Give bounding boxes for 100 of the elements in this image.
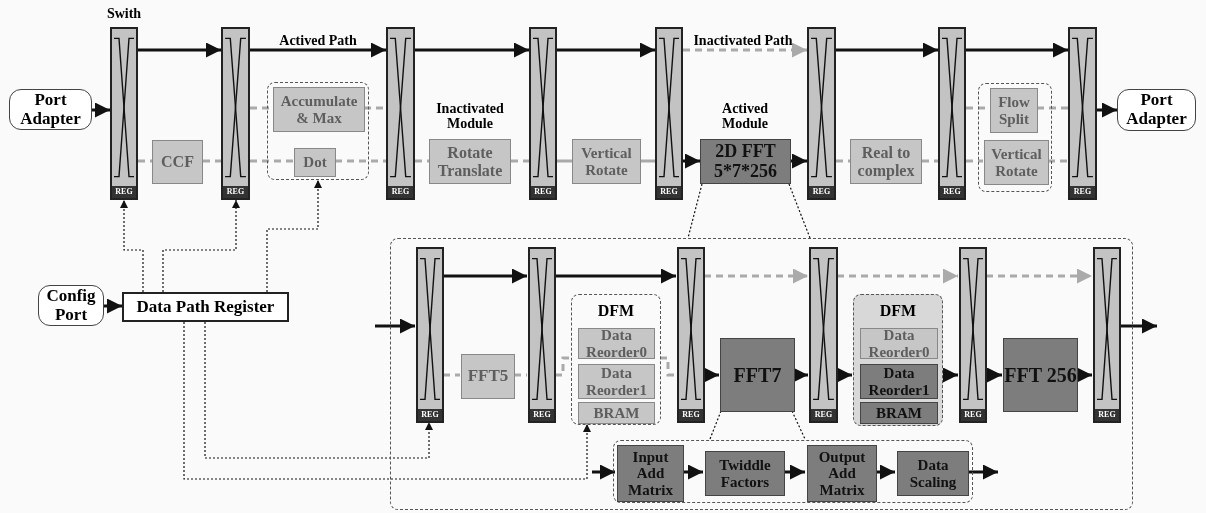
port-box: Config Port — [38, 285, 104, 326]
arrow — [1097, 102, 1117, 118]
arrow — [375, 318, 415, 334]
arrow — [967, 464, 998, 480]
arrow — [266, 179, 322, 293]
arrow — [183, 321, 591, 480]
register-tag: REG — [112, 186, 136, 198]
connector-line — [660, 356, 676, 377]
connector-line — [555, 356, 570, 377]
module-caption: Actived Module — [721, 101, 769, 132]
arrow — [836, 42, 938, 58]
module-box: Data Reorder0 — [578, 328, 655, 359]
connector-line — [1048, 159, 1068, 163]
edge-label: Inactivated Path — [692, 32, 794, 50]
crossbar-switch — [416, 247, 444, 423]
module-box: CCF — [152, 140, 203, 184]
module-box: BRAM — [578, 402, 655, 424]
register-tag: REG — [940, 186, 964, 198]
arrow — [557, 42, 655, 58]
connector-line — [966, 159, 983, 163]
module-box: Data Reorder1 — [578, 364, 655, 399]
crossbar-switch — [1093, 247, 1121, 423]
module-box: FFT 256 — [1003, 338, 1078, 412]
register-tag: REG — [809, 186, 834, 198]
arrow — [204, 321, 433, 459]
crossbar-switch — [386, 27, 415, 200]
crossbar-switch — [655, 27, 683, 200]
arrow — [92, 102, 110, 118]
crossbar-switch — [809, 247, 838, 423]
module-box: FFT5 — [461, 354, 515, 399]
connector-line — [250, 106, 272, 110]
module-box: Dot — [294, 148, 336, 177]
connector-line — [443, 373, 460, 377]
arrow — [682, 464, 703, 480]
register-tag: REG — [679, 409, 703, 421]
register-tag: REG — [1095, 409, 1119, 421]
module-box: Accumulate & Max — [273, 87, 365, 132]
connector-line — [511, 159, 529, 163]
arrow — [250, 42, 386, 58]
module-box: 2D FFT 5*7*256 — [700, 139, 791, 184]
module-box: Twiddle Factors — [705, 451, 785, 496]
module-box: Data Reorder0 — [860, 328, 938, 359]
connector-line — [836, 159, 850, 163]
crossbar-switch — [959, 247, 987, 423]
arrow — [1120, 318, 1157, 334]
arrow — [704, 367, 719, 383]
arrow — [986, 268, 1092, 284]
arrow — [162, 199, 240, 293]
arrow — [966, 42, 1068, 58]
arrow — [986, 367, 1002, 383]
module-box: FFT7 — [720, 338, 795, 412]
connector-line — [335, 159, 386, 163]
module-caption: Inactivated Module — [435, 101, 505, 132]
arrow — [783, 464, 805, 480]
dfm-group — [571, 294, 661, 425]
connector-line — [415, 159, 429, 163]
register-tag: REG — [1070, 186, 1095, 198]
module-caption: Swith — [105, 6, 143, 22]
connector-line — [514, 373, 527, 377]
connector-line — [1037, 106, 1068, 110]
crossbar-switch — [110, 27, 138, 200]
module-box: Vertical Rotate — [984, 140, 1049, 185]
arrow — [415, 42, 529, 58]
module-box: Rotate Translate — [429, 139, 511, 184]
register-tag: REG — [531, 186, 555, 198]
arrow — [555, 268, 676, 284]
module-box: Flow Split — [990, 88, 1038, 133]
module-box: Real to complex — [850, 139, 922, 184]
connector-line — [687, 183, 703, 239]
connector-line — [557, 159, 572, 163]
crossbar-switch — [528, 247, 556, 423]
crossbar-switch — [221, 27, 250, 200]
dashed-group — [390, 238, 1133, 510]
port-box: Port Adapter — [1117, 89, 1196, 131]
connector-line — [364, 106, 386, 110]
group-heading: DFM — [878, 301, 918, 321]
module-box: Input Add Matrix — [617, 445, 684, 502]
module-box: Data Reorder1 — [860, 364, 938, 399]
connector-line — [922, 159, 938, 163]
register-tag: REG — [657, 186, 681, 198]
register-tag: REG — [388, 186, 413, 198]
module-box: Output Add Matrix — [807, 445, 877, 502]
module-box: Data Scaling — [897, 451, 969, 496]
arrow — [104, 298, 122, 314]
arrow — [837, 367, 852, 383]
arrow — [443, 268, 527, 284]
arrow — [138, 42, 221, 58]
dashed-group — [267, 82, 369, 180]
arrow — [592, 464, 615, 480]
dashed-group — [613, 440, 973, 503]
arrow — [683, 42, 807, 58]
register-tag: REG — [961, 409, 985, 421]
arrow — [793, 367, 808, 383]
group-heading: DFM — [596, 301, 636, 321]
module-box: Vertical Rotate — [572, 139, 641, 184]
crossbar-switch — [529, 27, 557, 200]
dashed-group — [978, 83, 1052, 192]
crossbar-switch — [807, 27, 836, 200]
arrow — [875, 464, 895, 480]
register-tag: REG — [418, 409, 442, 421]
